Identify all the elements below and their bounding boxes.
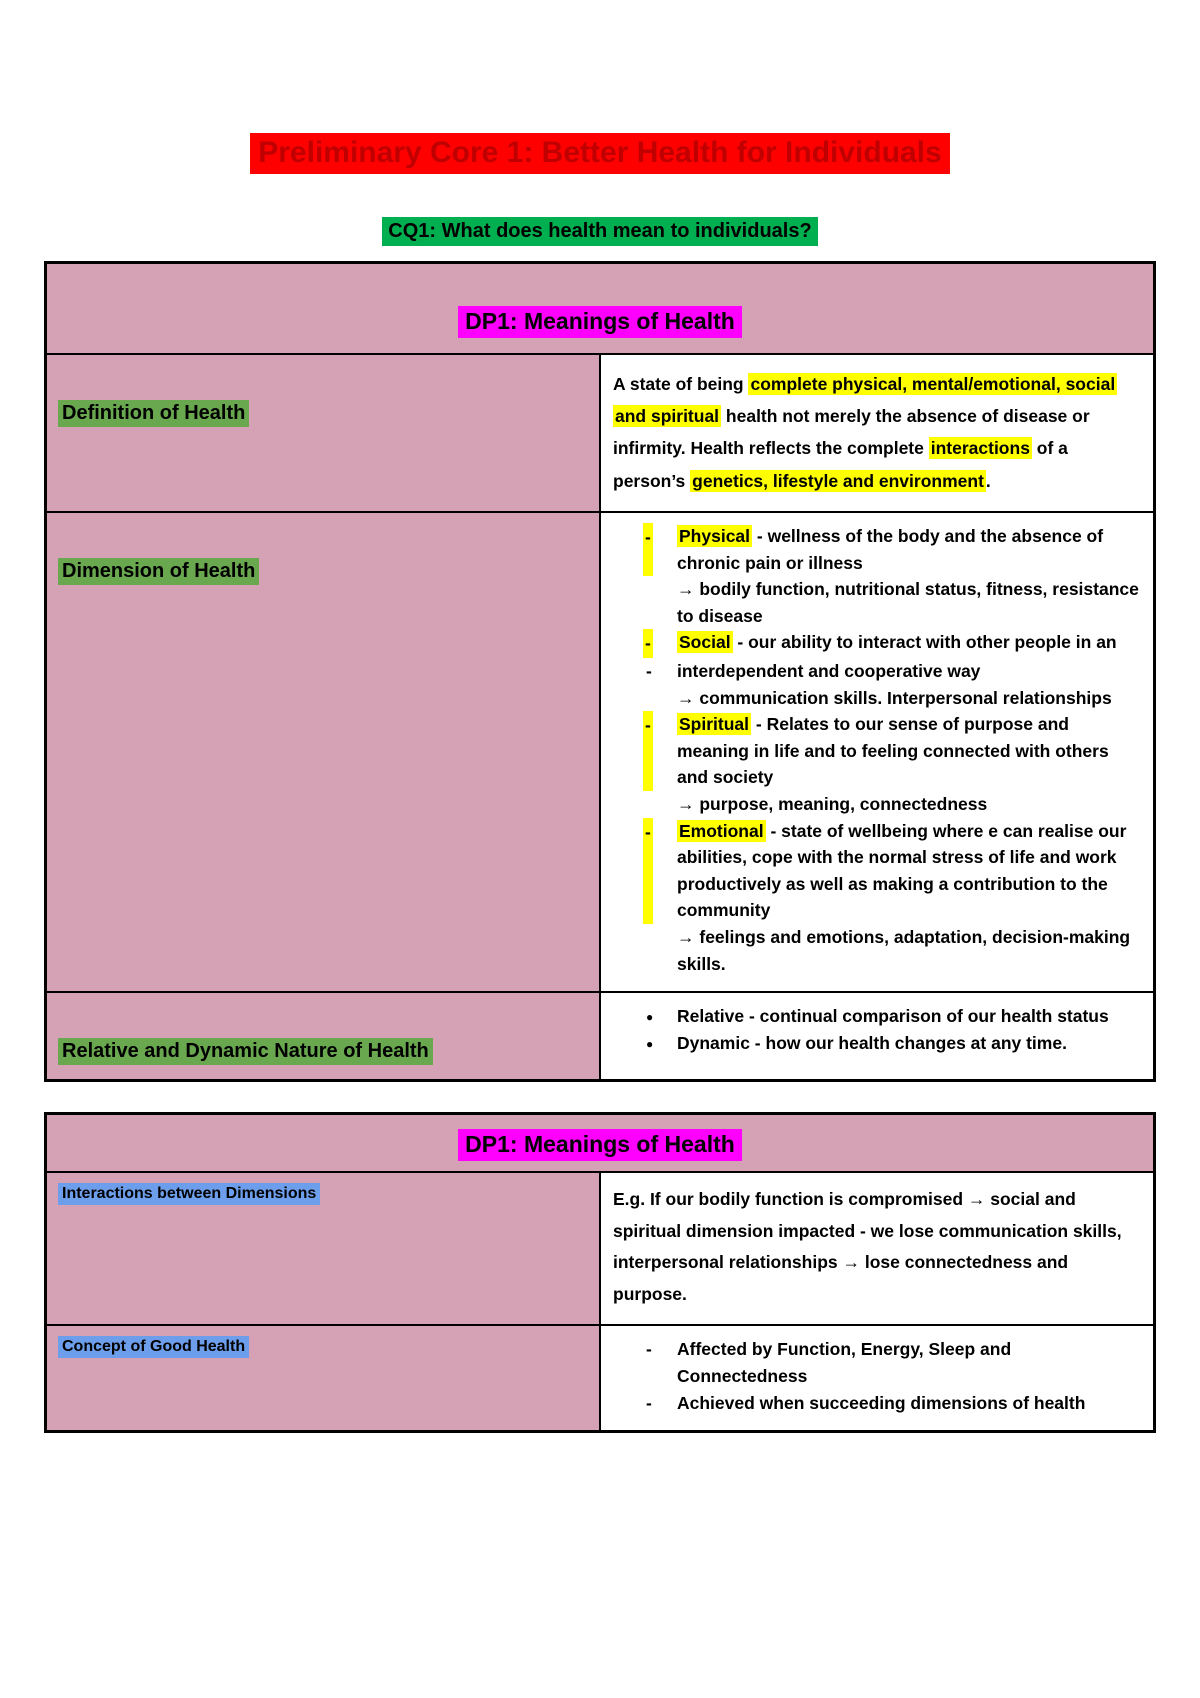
text-segment: → bodily function, nutritional status, f… [677,579,1139,626]
text-block-li: -Physical - wellness of the body and the… [643,523,1139,577]
text-segment: - Relates to our sense of purpose and me… [677,714,1109,788]
text-segment: E.g. If our bodily function is compromis… [613,1189,1122,1304]
text-segment: - state of wellbeing where e can realise… [677,820,1127,921]
text-block-li: -Social - our ability to interact with o… [643,629,1139,658]
text-segment: . [985,470,991,491]
meanings-of-health-table-2: DP1: Meanings of Health Interactions bet… [44,1112,1156,1434]
text-block-p: E.g. If our bodily function is compromis… [611,1183,1139,1310]
bullet-marker: - [643,523,653,577]
highlighted-text: Physical [677,525,753,547]
dimension-of-health-content-cell: -Physical - wellness of the body and the… [599,510,1156,994]
doc-title-text: Preliminary Core 1: Better Health for In… [250,133,950,174]
row-label: Dimension of Health [58,558,260,585]
text-segment: Achieved when succeeding dimensions of h… [677,1392,1086,1413]
row-label: Concept of Good Health [58,1336,250,1359]
text-segment: → feelings and emotions, adaptation, dec… [677,926,1131,974]
bullet-marker: ● [646,1010,654,1025]
dimension-of-health-label-cell: Dimension of Health [44,510,601,994]
bullet-marker: - [646,1339,652,1360]
list-item-text: Dynamic - how our health changes at any … [677,1030,1139,1057]
text-segment: of a person’s [613,438,1068,491]
table2-header-text: DP1: Meanings of Health [458,1129,742,1162]
text-block-li: -Emotional - state of wellbeing where e … [643,817,1139,924]
document-page: Preliminary Core 1: Better Health for In… [44,133,1156,1434]
table-row-concept-of-good-health: Concept of Good Health - Affected by Func… [44,1324,1156,1433]
doc-title: Preliminary Core 1: Better Health for In… [44,133,1156,174]
text-block-li: -Spiritual - Relates to our sense of pur… [643,711,1139,791]
text-segment: Dynamic - how our health changes at any … [677,1032,1067,1053]
relative-dynamic-label-cell: Relative and Dynamic Nature of Health [44,991,601,1082]
highlighted-text: genetics, lifestyle and environment [690,469,986,492]
bullet-marker: - [643,629,653,658]
text-segment: Affected by Function, Energy, Sleep and … [677,1339,1012,1387]
row-label: Relative and Dynamic Nature of Health [58,1038,433,1066]
text-block-arrow: → communication skills. Interpersonal re… [677,685,1139,712]
section-heading-text: CQ1: What does health mean to individual… [382,216,818,246]
list-item-text: Affected by Function, Energy, Sleep and … [677,1336,1139,1389]
highlighted-text: Social [677,631,733,654]
concept-good-health-content-cell: - Affected by Function, Energy, Sleep and… [599,1324,1156,1433]
bullet-marker: ● [646,1036,654,1051]
table-row-dimension-of-health: Dimension of Health -Physical - wellness… [44,510,1156,994]
text-block-li-dot: ● Dynamic - how our health changes at any… [643,1030,1139,1057]
list-item-text: Achieved when succeeding dimensions of h… [677,1390,1139,1417]
list-item-text: Emotional - state of wellbeing where e c… [677,818,1139,924]
highlighted-text: Spiritual [677,713,752,736]
interactions-dimensions-label-cell: Interactions between Dimensions [44,1171,601,1327]
definition-of-health-content-cell: A state of being complete physical, ment… [599,352,1156,513]
row-label: Interactions between Dimensions [58,1183,321,1206]
bullet-marker: - [646,1392,652,1413]
table1-header-text: DP1: Meanings of Health [458,305,742,338]
highlighted-text: Emotional [677,819,766,842]
highlighted-text: interactions [928,437,1032,460]
section-heading-cq1: CQ1: What does health mean to individual… [44,216,1156,246]
meanings-of-health-table-1: DP1: Meanings of Health Definition of He… [44,260,1156,1083]
table-row-interactions-between-dimensions: Interactions between Dimensions E.g. If … [44,1171,1156,1327]
text-segment: A state of being [613,373,749,394]
table-row-definition-of-health: Definition of Health A state of being co… [44,352,1156,513]
table2-header-cell: DP1: Meanings of Health [44,1112,1156,1174]
text-segment: - our ability to interact with other peo… [732,632,1117,653]
bullet-marker: - [643,817,653,924]
text-block-p: A state of being complete physical, ment… [611,365,1139,498]
text-segment: Relative - continual comparison of our h… [677,1006,1109,1027]
table-spacer [44,1082,1156,1112]
list-item-text: Physical - wellness of the body and the … [677,523,1139,576]
table1-header-cell: DP1: Meanings of Health [44,261,1156,355]
text-block-li: - Achieved when succeeding dimensions of … [643,1390,1139,1417]
table1-header-row: DP1: Meanings of Health [44,261,1156,355]
relative-dynamic-content-cell: ● Relative - continual comparison of our … [599,991,1156,1082]
list-item-text: Social - our ability to interact with ot… [677,629,1139,658]
list-item-text: interdependent and cooperative way [677,658,1139,685]
text-block-li-dot: ● Relative - continual comparison of our … [643,1003,1139,1030]
list-item-text: Spiritual - Relates to our sense of purp… [677,711,1139,791]
list-item-text: Relative - continual comparison of our h… [677,1003,1139,1030]
text-segment: health not merely the absence of disease… [613,405,1090,459]
text-segment: interdependent and cooperative way [677,660,981,681]
text-block-arrow: → bodily function, nutritional status, f… [677,576,1139,629]
table2-header-row: DP1: Meanings of Health [44,1112,1156,1174]
text-segment: → purpose, meaning, connectedness [677,793,988,814]
bullet-marker: - [643,711,653,791]
text-segment: → communication skills. Interpersonal re… [677,687,1112,708]
concept-good-health-label-cell: Concept of Good Health [44,1324,601,1433]
text-block-arrow: → purpose, meaning, connectedness [677,791,1139,818]
table-row-relative-dynamic-nature: Relative and Dynamic Nature of Health ● R… [44,991,1156,1082]
row-label: Definition of Health [58,399,250,427]
text-segment: - wellness of the body and the absence o… [677,526,1104,573]
interactions-dimensions-content-cell: E.g. If our bodily function is compromis… [599,1171,1156,1327]
text-block-arrow: → feelings and emotions, adaptation, dec… [677,924,1139,977]
bullet-marker: - [646,660,652,681]
text-block-li: - interdependent and cooperative way [643,658,1139,685]
definition-of-health-label-cell: Definition of Health [44,352,601,513]
text-block-li: - Affected by Function, Energy, Sleep and… [643,1336,1139,1389]
